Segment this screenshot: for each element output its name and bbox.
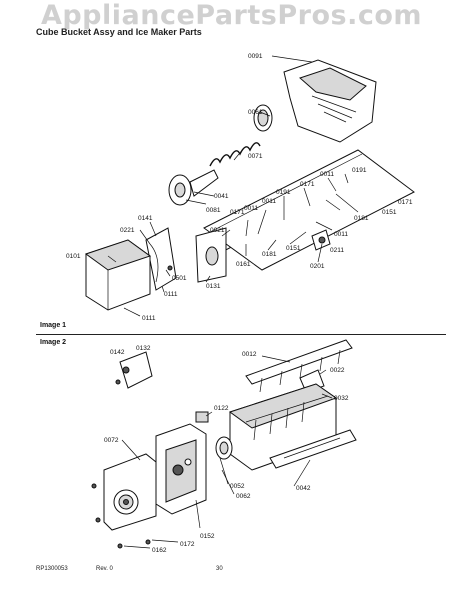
bucket-ring — [253, 104, 273, 132]
front-plate — [195, 227, 227, 283]
callout-0052: 0052 — [230, 483, 245, 490]
callout-0201: 0201 — [310, 263, 325, 270]
callout-0132: 0132 — [136, 345, 151, 352]
callout-0061: 0061 — [248, 109, 263, 116]
callout-0191-a: 0191 — [352, 167, 367, 174]
callout-0171-b: 0171 — [398, 199, 413, 206]
chute-housing — [145, 227, 177, 291]
callout-0181-a: 0181 — [354, 215, 369, 222]
callout-0011-b: 0011 — [262, 198, 276, 205]
callout-0111-b: 0111 — [142, 315, 156, 322]
ice-door — [84, 239, 152, 311]
callout-0141: 0141 — [138, 215, 153, 222]
shaft-bracket — [311, 229, 331, 251]
callout-0101: 0101 — [66, 253, 81, 260]
callout-0091: 0091 — [248, 53, 263, 60]
watermark: AppliancePartsPros.com — [40, 0, 423, 31]
footer-revision: Rev. 0 — [96, 566, 113, 572]
auger-drive — [168, 169, 219, 206]
callout-0211: 0211 — [330, 247, 344, 254]
diagram-header: Cube Bucket Assy and Ice Maker Parts — [36, 27, 202, 37]
mounting-bracket — [115, 351, 153, 389]
callout-0062: 0062 — [236, 493, 251, 500]
callout-0011-d: 0011 — [334, 231, 348, 238]
callouts-image2: 0142 0132 0012 0022 0122 0032 0072 0052 … — [104, 345, 349, 554]
callout-0081: 0081 — [206, 207, 221, 214]
callout-0122: 0122 — [214, 405, 229, 412]
callout-0151-a: 0151 — [382, 209, 397, 216]
callout-0221: 0221 — [120, 227, 135, 234]
callout-0142: 0142 — [110, 349, 125, 356]
auger-spring — [209, 142, 261, 167]
footer-page-number: 30 — [216, 566, 223, 572]
motor-module — [103, 453, 157, 531]
callout-0012: 0012 — [242, 351, 257, 358]
image-2-label: Image 2 — [40, 339, 67, 346]
image-1-label: Image 1 — [40, 322, 67, 329]
callout-0161: 0161 — [236, 261, 251, 268]
callout-0152: 0152 — [200, 533, 215, 540]
leader-lines — [107, 55, 359, 549]
callout-0011-a: 0011 — [320, 171, 334, 178]
callout-0011-c: 0011 — [244, 205, 258, 212]
callout-0171-c: 0171 — [230, 209, 245, 216]
control-housing — [155, 423, 207, 515]
callout-0162: 0162 — [152, 547, 167, 554]
ejector-blades — [245, 339, 353, 393]
callout-0191-b: 0191 — [276, 189, 291, 196]
callout-0042: 0042 — [296, 485, 311, 492]
crusher-housing — [203, 149, 415, 271]
callout-0501: 0501 — [172, 275, 187, 282]
callout-0021: 0021 — [210, 227, 225, 234]
callout-0072: 0072 — [104, 437, 119, 444]
callout-0171-a: 0171 — [300, 181, 315, 188]
callout-0041: 0041 — [214, 193, 229, 200]
callout-0022: 0022 — [330, 367, 345, 374]
section-divider — [36, 334, 446, 335]
stripper-rail — [269, 429, 357, 469]
callout-0181-b: 0181 — [262, 251, 277, 258]
thermostat-gear — [215, 436, 233, 460]
cube-bucket — [283, 59, 377, 143]
callout-0032: 0032 — [334, 395, 349, 402]
callout-0131: 0131 — [206, 283, 221, 290]
callout-0151-b: 0151 — [286, 245, 301, 252]
callout-0071: 0071 — [248, 153, 263, 160]
small-clip — [195, 411, 209, 423]
screws — [91, 483, 151, 549]
callout-0172: 0172 — [180, 541, 195, 548]
callouts-image1: 0091 0061 0071 0041 0081 0191 0011 0171 … — [66, 53, 413, 322]
footer-doc-id: RP1300053 — [36, 566, 68, 572]
callout-0111-a: 0111 — [164, 291, 178, 298]
